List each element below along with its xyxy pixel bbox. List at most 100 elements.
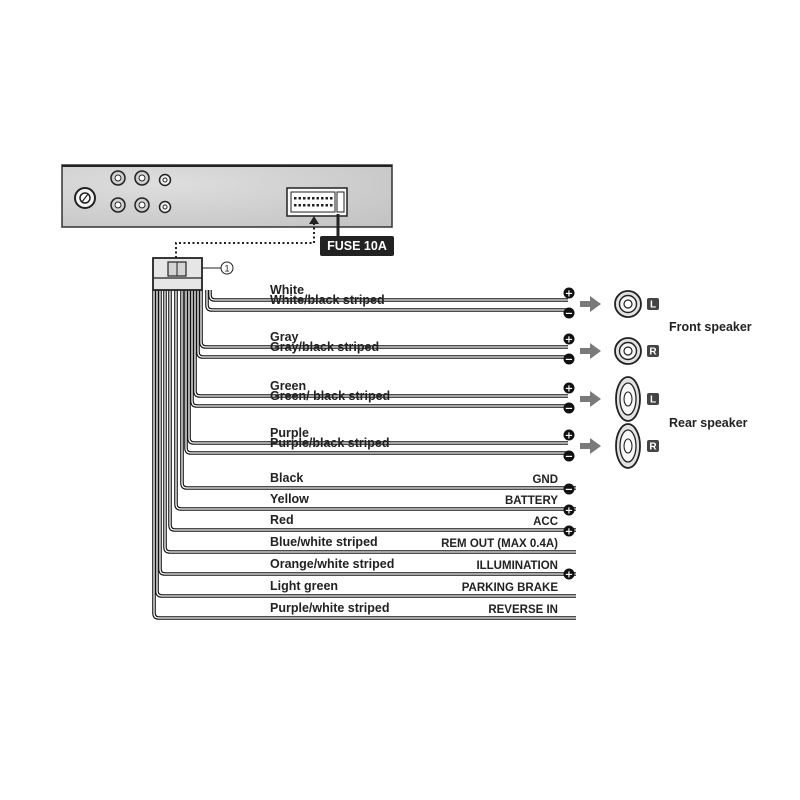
speaker-wire-core [200, 290, 568, 348]
svg-text:−: − [565, 404, 573, 415]
channel-badge [647, 440, 659, 452]
socket-pin [325, 204, 328, 207]
connector-link [175, 216, 319, 258]
socket-pin [312, 204, 315, 207]
speaker-wire-core [185, 290, 568, 454]
harness-socket [286, 187, 348, 217]
wire-color-label: Gray/black striped [270, 340, 379, 354]
speaker-wire [208, 290, 568, 302]
wire-function-label: BATTERY [505, 495, 558, 507]
plus-icon: + [563, 504, 575, 517]
speaker-wire-core [209, 290, 568, 301]
wire-color-label: Purple [270, 426, 309, 440]
socket-pin [307, 197, 310, 200]
socket-pin [298, 204, 301, 207]
svg-text:+: + [565, 570, 573, 581]
plus-icon: + [563, 382, 575, 395]
wire-function-label: REM OUT (MAX 0.4A) [441, 538, 558, 550]
rca-jack [134, 170, 150, 186]
wire-color-label: Purple/black striped [270, 436, 389, 450]
speaker: L [580, 376, 659, 422]
channel-badge [647, 345, 659, 357]
rear-speaker-label: Rear speaker [669, 416, 748, 430]
plus-icon: + [563, 525, 575, 538]
svg-text:+: + [565, 335, 573, 346]
socket-pin [321, 197, 324, 200]
callout-number: 1 [224, 264, 229, 274]
wire-color-label: Orange/white striped [270, 557, 394, 571]
svg-text:+: + [565, 431, 573, 442]
wire-color-label: White/black striped [270, 293, 385, 307]
wire-color-label: Purple/white striped [270, 601, 389, 615]
polarity-markers: + − + − + − + − − + + + [563, 287, 575, 581]
plus-icon: + [563, 568, 575, 581]
speaker-wire-core [197, 290, 568, 358]
socket-pin [303, 197, 306, 200]
svg-text:+: + [565, 384, 573, 395]
plus-icon: + [563, 333, 575, 346]
power-wire-core [159, 290, 576, 575]
arrow-right-icon [580, 343, 601, 359]
minus-icon: − [563, 483, 575, 496]
wire-color-label: Gray [270, 330, 299, 344]
power-wire-core [153, 290, 576, 619]
socket-pin [303, 204, 306, 207]
channel-label: R [649, 442, 657, 453]
channel-label: L [650, 395, 656, 406]
socket-pin [307, 204, 310, 207]
wire-color-label: Light green [270, 579, 338, 593]
wire-color-label: Black [270, 471, 303, 485]
speaker-wire-core [191, 290, 568, 407]
wire-color-label: Green [270, 379, 306, 393]
speaker: L [580, 290, 659, 318]
svg-text:+: + [565, 289, 573, 300]
power-wire-core [175, 290, 576, 510]
rca-jack [134, 197, 150, 213]
svg-text:+: + [565, 506, 573, 517]
socket-pin [325, 197, 328, 200]
harness-plug: 1 [152, 257, 234, 291]
wire-color-label: Red [270, 513, 294, 527]
wire-function-label: PARKING BRAKE [462, 582, 559, 594]
svg-text:+: + [565, 527, 573, 538]
arrow-right-icon [580, 296, 601, 312]
antenna-jack [74, 187, 96, 209]
wire-color-label: White [270, 283, 304, 297]
wire-color-label: Green/ black striped [270, 389, 390, 403]
svg-text:−: − [565, 309, 573, 320]
power-wire-core [156, 290, 576, 597]
plus-icon: + [563, 287, 575, 300]
wire-function-label: ILLUMINATION [476, 560, 558, 572]
speaker: R [580, 337, 659, 365]
head-unit-rear-panel [61, 164, 393, 228]
minus-icon: − [563, 353, 575, 366]
wire-bundle [152, 290, 576, 620]
minus-icon: − [563, 402, 575, 415]
svg-text:−: − [565, 355, 573, 366]
wire-function-label: REVERSE IN [488, 604, 558, 616]
rca-jacks [110, 170, 172, 214]
front-speaker-label: Front speaker [669, 320, 752, 334]
arrow-right-icon [580, 438, 601, 454]
speaker-wire-core [206, 290, 568, 311]
minus-icon: − [563, 450, 575, 463]
channel-badge [647, 393, 659, 405]
wire-function-label: GND [532, 474, 558, 486]
socket-pin [294, 197, 297, 200]
socket-pin [330, 204, 333, 207]
socket-pin [298, 197, 301, 200]
socket-pin [321, 204, 324, 207]
power-wire-core [181, 290, 576, 489]
speaker-wire [184, 290, 568, 455]
svg-text:−: − [565, 452, 573, 463]
socket-pin [316, 204, 319, 207]
fuse-label: FUSE 10A [327, 239, 387, 253]
rca-jack [110, 170, 126, 186]
rca-jack [158, 200, 172, 214]
channel-badge [647, 298, 659, 310]
wire-color-label: Yellow [270, 492, 309, 506]
socket-pin [312, 197, 315, 200]
